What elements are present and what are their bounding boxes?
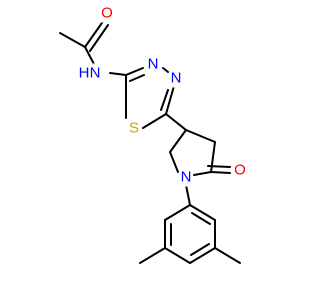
bond-ph-c3-c4 xyxy=(189,247,216,264)
bond-ph-c6-c1 xyxy=(164,204,191,221)
atom-label-background xyxy=(169,68,183,88)
bond-methyl-left xyxy=(139,247,166,264)
bond-lactam-double-a xyxy=(210,171,231,174)
bond-amide-n-c2 xyxy=(109,72,127,76)
bond-c5-c4-ring xyxy=(169,129,187,153)
atom-lactam-oxygen: O xyxy=(234,162,246,179)
atom-carbonyl-oxygen: O xyxy=(101,5,113,22)
bond-n3-n4 xyxy=(162,67,169,73)
bond-n1-phenyl xyxy=(185,184,191,206)
atom-pyrrolidine-nitrogen: N xyxy=(181,169,192,186)
bond-ph-inner-1 xyxy=(191,212,211,225)
bond-n1-c5 xyxy=(169,151,179,173)
bond-ph-c4-c5 xyxy=(164,247,191,264)
atom-thiadiazole-n3: N xyxy=(148,56,159,73)
bond-c5-s xyxy=(142,113,167,129)
atom-label-background xyxy=(127,118,141,138)
molecule-structure-diagram: O N H N N S N O xyxy=(59,3,247,264)
bond-c2-n3-a xyxy=(125,67,144,76)
atom-amide-nitrogen: N xyxy=(90,65,101,82)
atom-amide-hydrogen: H xyxy=(79,65,90,82)
bond-ph-c1-c2 xyxy=(189,204,216,221)
bond-c2-n3-b xyxy=(129,74,145,82)
atom-thiadiazole-sulfur: S xyxy=(129,120,139,137)
atom-label-background xyxy=(100,3,114,23)
bond-lactam-double-b xyxy=(207,165,231,168)
bond-c3-c2 xyxy=(210,141,216,173)
bond-c5-c4 xyxy=(165,113,187,131)
bond-c4-c3 xyxy=(185,129,216,143)
bond-c2-n1 xyxy=(193,171,212,176)
bond-n4-c5-b xyxy=(160,89,169,111)
atom-label-background xyxy=(233,160,247,180)
bond-carbonyl-amide-n xyxy=(84,46,96,67)
bond-carbonyl-double-a xyxy=(84,19,105,48)
bond-n4-c5-a xyxy=(165,85,175,115)
atom-label-background xyxy=(179,167,193,187)
bond-methyl-right xyxy=(214,247,241,264)
atom-label-background xyxy=(77,63,91,83)
atom-label-layer: O N H N N S N O xyxy=(77,3,247,187)
bond-layer xyxy=(59,19,241,264)
atom-label-background xyxy=(146,54,160,74)
bond-carbonyl-double-b xyxy=(89,24,109,52)
bond-ph-inner-2 xyxy=(190,243,210,256)
atom-label-background xyxy=(88,63,102,83)
bond-methyl-carbonyl xyxy=(59,32,86,48)
atom-thiadiazole-n4: N xyxy=(171,70,182,87)
